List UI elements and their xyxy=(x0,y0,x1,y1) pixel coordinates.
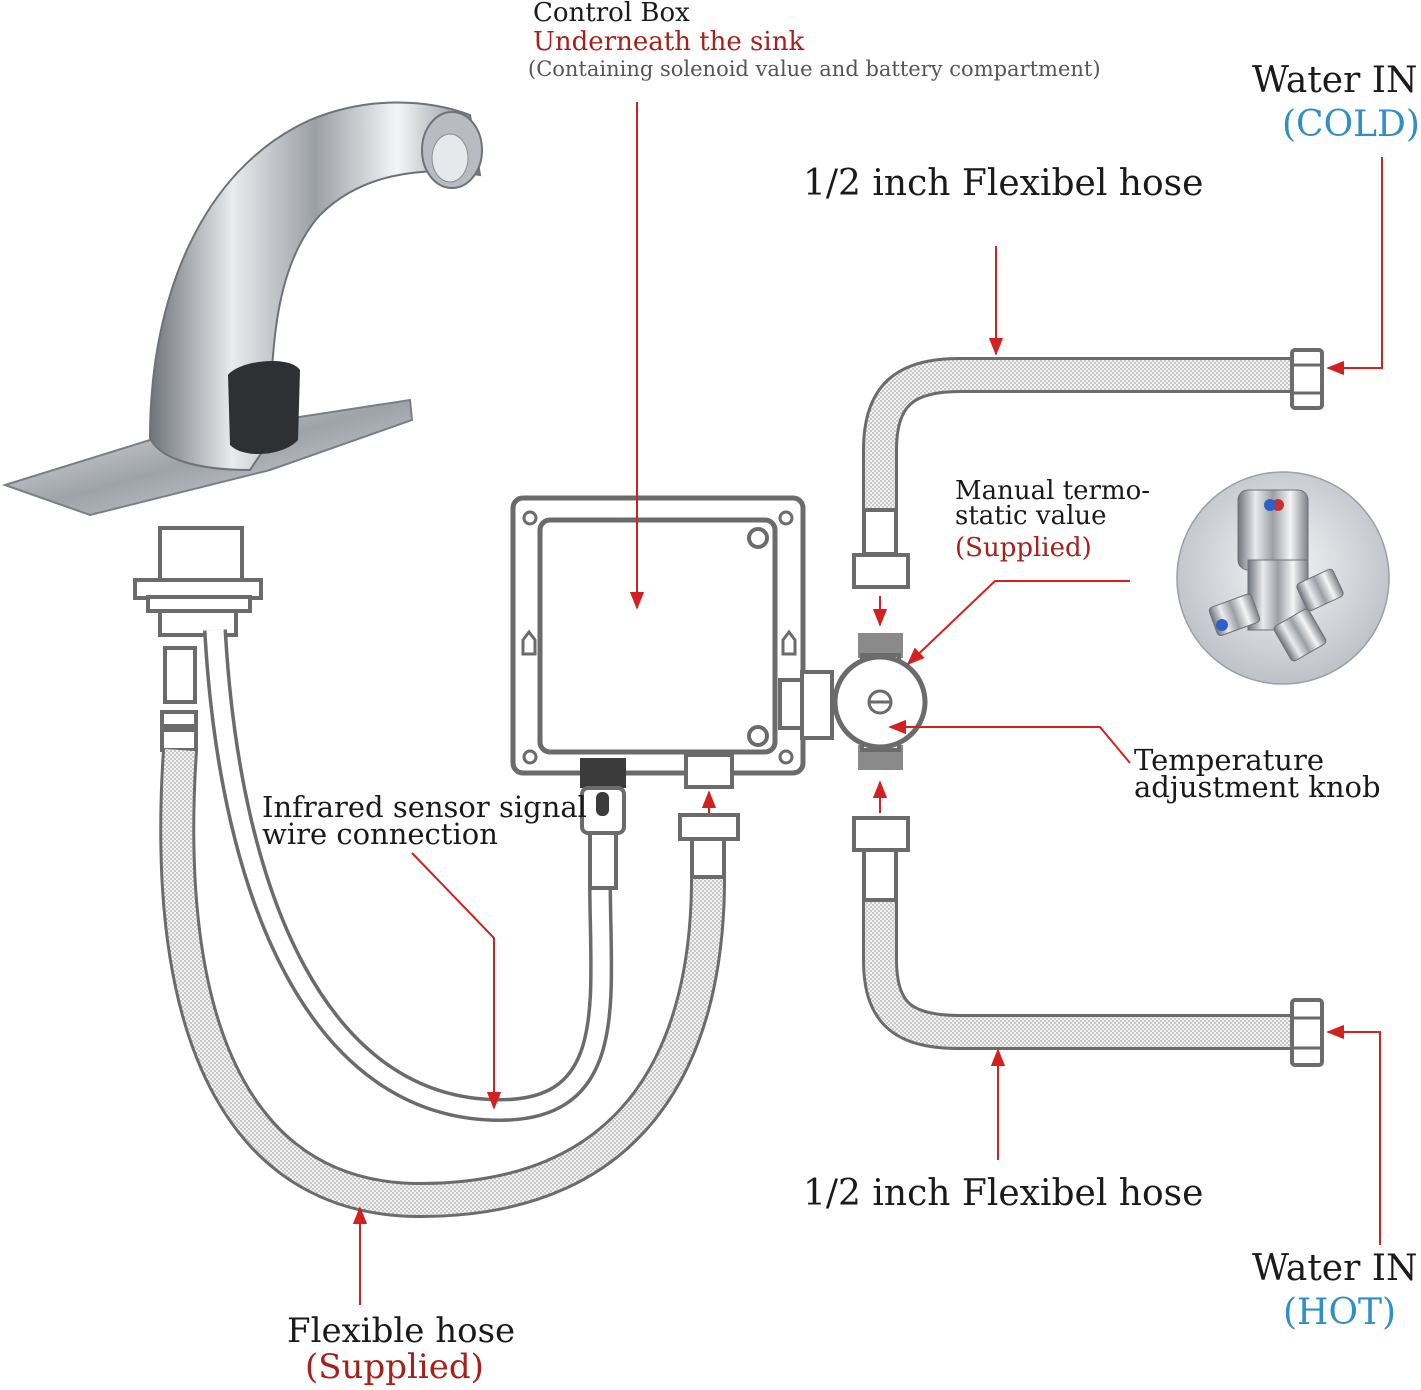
faucet-image xyxy=(1,101,483,517)
control-box xyxy=(510,495,834,890)
hot-hose xyxy=(852,816,1324,1067)
valve-label-line2: static value xyxy=(955,501,1107,531)
faucet-shank xyxy=(133,526,263,752)
sensor-label-line2: wire connection xyxy=(262,817,498,851)
hose-top-label: 1/2 inch Flexibel hose xyxy=(803,163,1204,204)
flex-hose-supplied: (Supplied) xyxy=(305,1347,484,1387)
water-in-cold-temp: (COLD) xyxy=(1282,104,1420,145)
hose-bottom-label: 1/2 inch Flexibel hose xyxy=(803,1173,1204,1214)
leader-lines xyxy=(352,102,1383,1305)
valve-label-line1: Manual termo- xyxy=(955,476,1151,506)
water-in-cold-title: Water IN xyxy=(1252,60,1418,101)
flex-hose-title: Flexible hose xyxy=(287,1311,516,1351)
control-box-note: (Containing solenoid value and battery c… xyxy=(528,57,1101,81)
thermostatic-valve xyxy=(832,633,928,770)
valve-photo xyxy=(1176,471,1390,685)
water-in-hot-title: Water IN xyxy=(1252,1248,1418,1289)
water-in-hot-temp: (HOT) xyxy=(1283,1292,1397,1333)
flexible-hose-left xyxy=(159,748,727,1219)
knob-label-line1: Temperature xyxy=(1134,743,1324,777)
control-box-title: Control Box xyxy=(533,0,690,28)
valve-supplied: (Supplied) xyxy=(955,533,1092,563)
knob-label-line2: adjustment knob xyxy=(1134,770,1381,804)
cold-hose xyxy=(852,348,1324,589)
control-box-location: Underneath the sink xyxy=(533,27,805,57)
sensor-label-line1: Infrared sensor signal xyxy=(262,790,587,824)
